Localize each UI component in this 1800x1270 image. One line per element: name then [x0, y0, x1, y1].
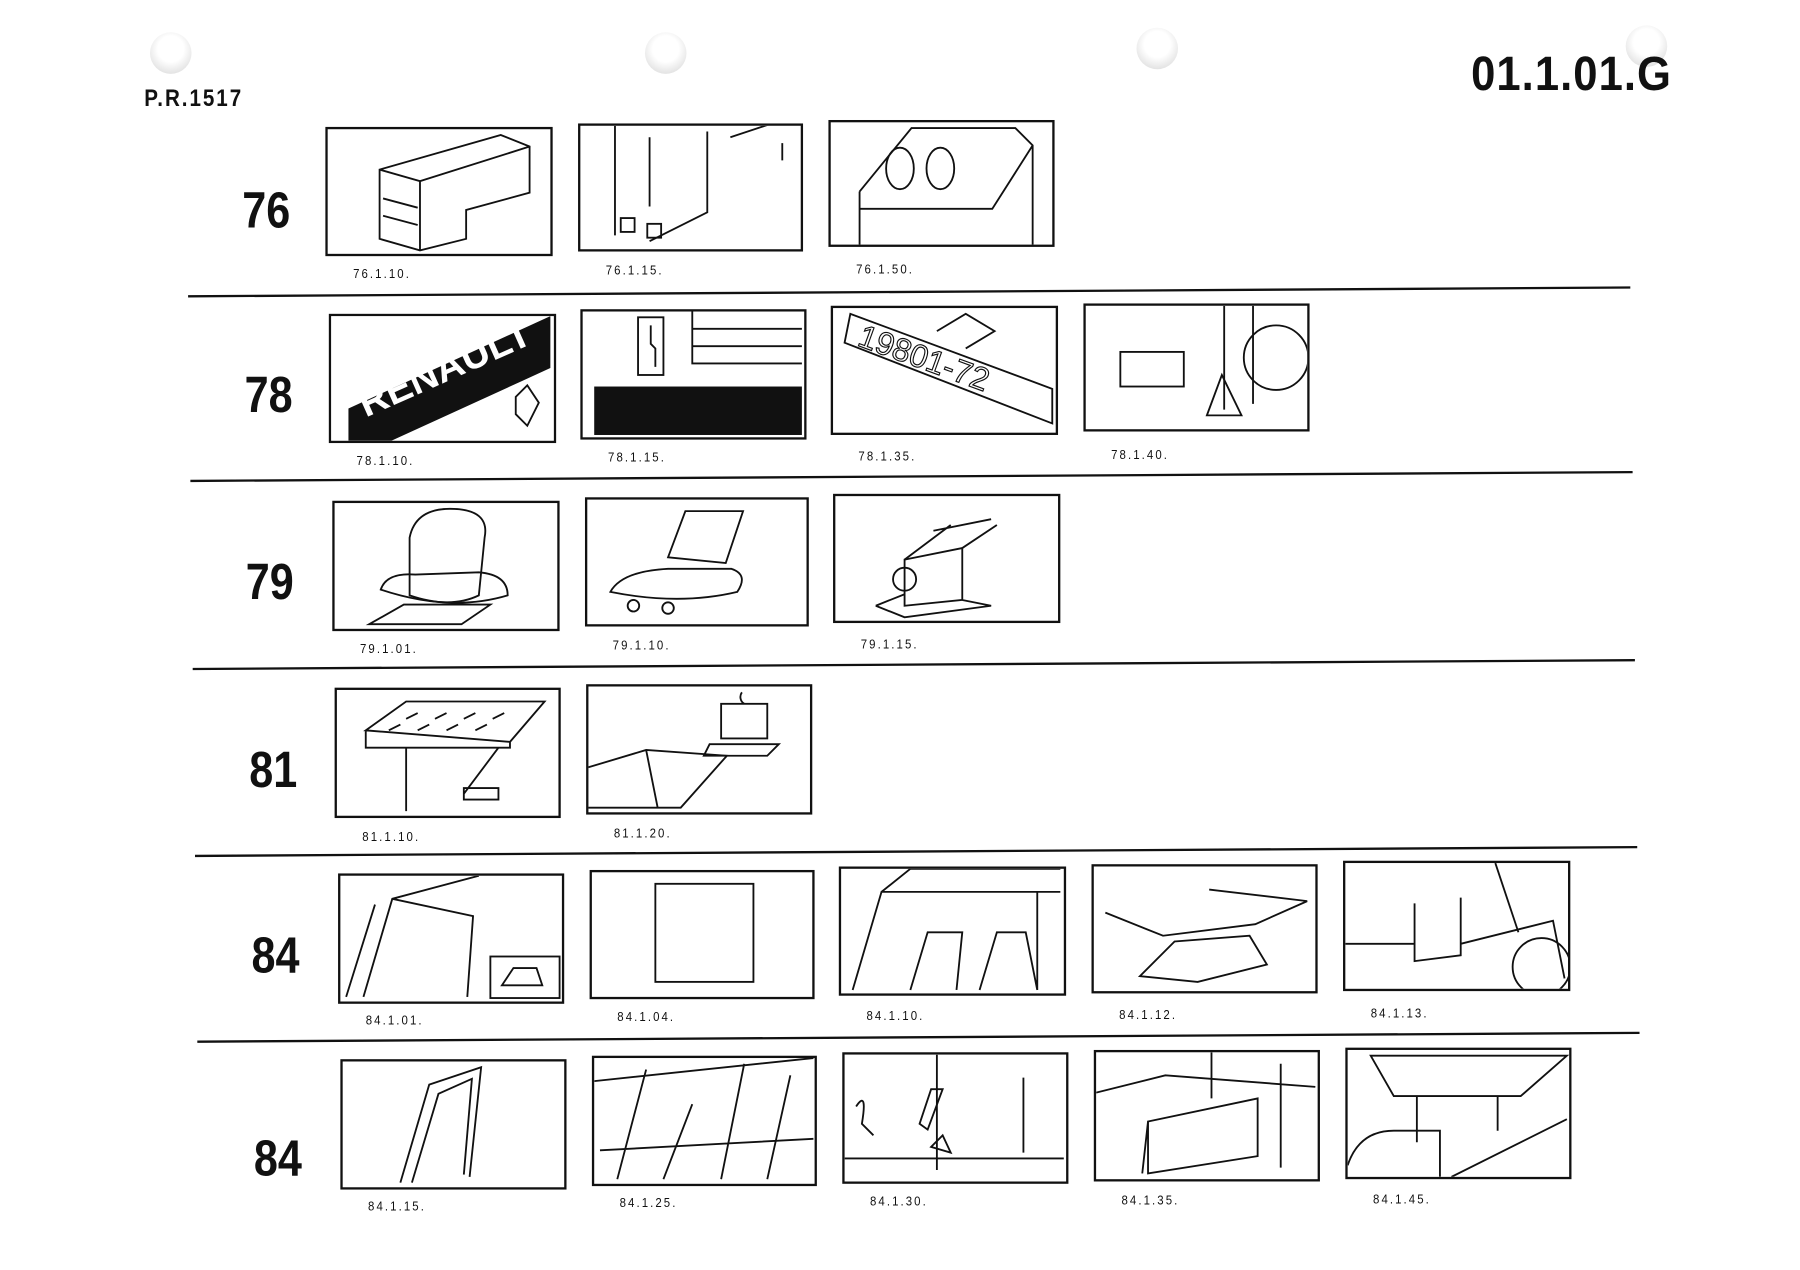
section-number: 84 [251, 927, 300, 985]
part-illustration[interactable] [838, 866, 1067, 996]
section-number: 78 [244, 366, 293, 424]
part-drawing [875, 518, 998, 619]
part-illustration[interactable]: 19801-72 [830, 305, 1059, 435]
row-divider [194, 845, 1638, 858]
part-code-label: 84.1.13. [1370, 1007, 1429, 1022]
part-drawing [399, 1065, 483, 1183]
punch-hole [644, 32, 687, 74]
row-divider [188, 286, 1631, 298]
part-code-label: 84.1.45. [1373, 1193, 1431, 1207]
part-illustration[interactable] [1093, 1049, 1320, 1182]
part-drawing [363, 700, 547, 812]
part-drawing [614, 125, 784, 242]
part-illustration[interactable] [334, 687, 561, 819]
part-illustration[interactable] [842, 1052, 1069, 1184]
part-illustration[interactable] [332, 500, 560, 632]
part-code-label: 84.1.15. [368, 1199, 426, 1214]
part-code-label: 78.1.10. [356, 454, 415, 469]
part-code-label: 78.1.40. [1111, 448, 1170, 463]
part-drawing [1119, 305, 1308, 417]
section-number: 84 [253, 1130, 302, 1188]
part-illustration[interactable] [325, 126, 553, 257]
part-illustration[interactable] [1083, 303, 1310, 432]
punch-hole [1625, 25, 1668, 67]
page-code: 01.1.01.G [1471, 46, 1672, 101]
part-code-label: 76.1.15. [605, 264, 664, 279]
section-number: 79 [245, 553, 294, 611]
part-code-label: 84.1.10. [866, 1009, 925, 1024]
document-reference: P.R.1517 [144, 85, 244, 112]
part-illustration[interactable] [578, 123, 804, 252]
part-drawing [1347, 1054, 1570, 1177]
part-drawing [844, 1054, 1064, 1170]
plate-number-text: 19801-72 [854, 318, 995, 399]
part-illustration[interactable] [1091, 864, 1318, 994]
part-code-label: 79.1.01. [359, 642, 418, 657]
part-drawing [1104, 888, 1308, 983]
part-drawing [345, 875, 561, 999]
part-code-label: 76.1.50. [856, 263, 915, 277]
part-code-label: 81.1.10. [362, 830, 421, 845]
part-illustration[interactable] [828, 119, 1055, 247]
part-drawing [588, 691, 782, 809]
part-drawing [608, 510, 745, 615]
part-code-label: 81.1.20. [613, 827, 672, 842]
row-divider [190, 470, 1633, 483]
part-illustration[interactable] [338, 873, 565, 1004]
part-drawing [365, 507, 509, 626]
part-code-label: 84.1.30. [869, 1195, 928, 1210]
part-illustration[interactable]: RENAULT [328, 313, 557, 444]
part-drawing: RENAULT [331, 316, 554, 441]
part-code-label: 84.1.35. [1121, 1194, 1180, 1209]
part-code-label: 84.1.12. [1119, 1008, 1178, 1023]
part-drawing [1096, 1052, 1316, 1175]
punch-hole [1136, 27, 1179, 70]
row-divider [192, 659, 1635, 671]
part-code-label: 78.1.35. [858, 449, 917, 464]
part-illustration[interactable] [584, 497, 809, 627]
part-illustration[interactable] [1343, 860, 1571, 992]
part-code-label: 78.1.15. [608, 451, 666, 465]
part-drawing [851, 868, 1061, 991]
part-illustration[interactable] [586, 684, 813, 815]
part-illustration[interactable] [340, 1059, 567, 1190]
part-illustration[interactable] [833, 493, 1061, 624]
part-drawing [654, 882, 755, 983]
section-number: 81 [249, 741, 298, 799]
part-code-label: 76.1.10. [353, 267, 411, 282]
row-divider [197, 1031, 1640, 1043]
punch-hole [149, 32, 192, 74]
section-number: 76 [242, 182, 291, 239]
part-code-label: 79.1.10. [612, 639, 671, 654]
part-illustration[interactable] [580, 309, 807, 440]
part-illustration[interactable] [1345, 1047, 1572, 1180]
part-code-label: 79.1.15. [860, 638, 919, 652]
part-drawing [594, 1058, 814, 1180]
part-drawing [594, 311, 802, 435]
part-drawing [378, 134, 531, 252]
part-drawing [1345, 863, 1569, 989]
part-code-label: 84.1.25. [619, 1196, 678, 1211]
part-illustration[interactable] [591, 1055, 817, 1187]
part-illustration[interactable] [589, 869, 815, 1000]
part-code-label: 84.1.01. [365, 1014, 424, 1029]
part-code-label: 84.1.04. [617, 1010, 676, 1025]
part-drawing: 19801-72 [843, 312, 1054, 425]
part-drawing [858, 127, 1034, 245]
